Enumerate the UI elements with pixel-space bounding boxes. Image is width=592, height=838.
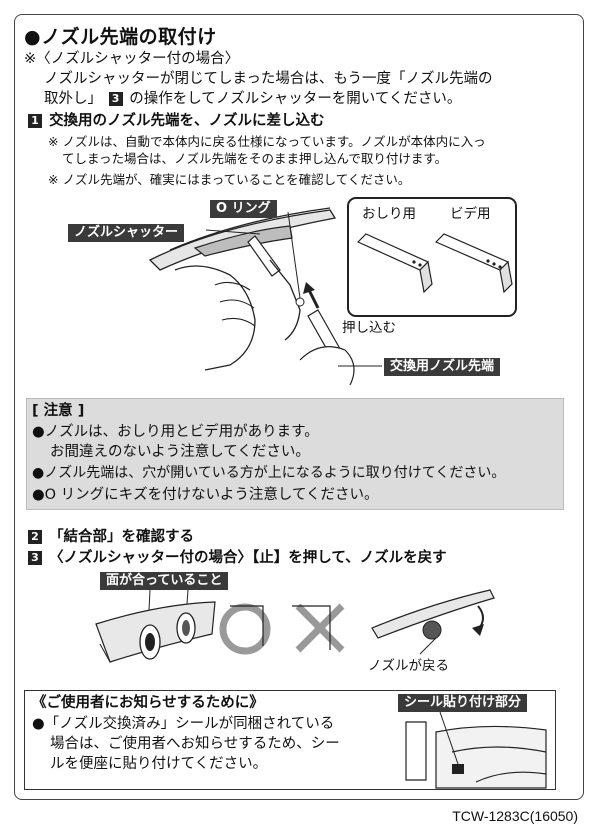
oshiri-label: おしり用 (362, 206, 416, 222)
caution-item-2: ●ノズル先端は、穴が開いている方が上になるように取り付けてください。 (32, 465, 506, 481)
replacement-tip-label: 交換用ノズル先端 (384, 358, 501, 376)
caution-box (26, 398, 564, 510)
step3-number-badge: 3 (28, 551, 42, 565)
joint-check-illustration (95, 589, 495, 663)
caution-heading: [ 注意 ] (32, 403, 85, 419)
notice-heading: 《ご使用者にお知らせするために》 (32, 695, 264, 711)
intro-line-1: ※〈ノズルシャッター付の場合〉 (24, 51, 240, 67)
step1-heading-text: 交換用のノズル先端を、ノズルに差し込む (49, 113, 325, 129)
step2-heading-text: 「結合部」を確認する (49, 529, 195, 545)
notice-line-3: ルを便座に貼り付けてください。 (50, 756, 268, 772)
step3-heading-text: 〈ノズルシャッター付の場合〉【止】を押して、ノズルを戻す (49, 550, 447, 566)
step2-number-badge: 2 (28, 530, 42, 544)
push-in-label: 押し込む (342, 320, 396, 336)
step2-heading: 2 「結合部」を確認する (26, 528, 194, 546)
notice-line-2: 場合は、ご使用者へお知らせするため、シー (50, 736, 340, 752)
step1-note-1b: てしまった場合は、ノズル先端をそのまま押し込んで取り付けます。 (62, 151, 448, 166)
step1-number-badge: 1 (28, 114, 42, 128)
nozzle-installation-illustration (148, 197, 517, 386)
document-code: TCW-1283C(16050) (452, 808, 578, 824)
notice-line-1: ●「ノズル交換済み」シールが同梱されている (32, 716, 335, 732)
bidet-label: ビデ用 (450, 206, 491, 222)
user-notice-box (24, 690, 556, 790)
intro-line-3: 取外し」 3 の操作をしてノズルシャッターを開いてください。 (44, 90, 461, 108)
sticker-area-label: シール貼り付け部分 (398, 694, 528, 712)
nozzle-shutter-label: ノズルシャッター (68, 224, 185, 242)
page-title: ●ノズル先端の取付け (24, 26, 217, 48)
page-frame (14, 14, 584, 800)
intro-line-2: ノズルシャッターが閉じてしまった場合は、もう一度「ノズル先端の (44, 71, 493, 87)
intro-line-3a: 取外し」 (44, 91, 102, 107)
toilet-seat-sticker-illustration (405, 711, 547, 789)
step-number-badge: 3 (108, 92, 123, 106)
caution-item-3: ●O リングにキズを付けないよう注意してください。 (32, 487, 379, 503)
nozzle-returns-label: ノズルが戻る (368, 658, 449, 674)
caution-item-1a: ●ノズルは、おしり用とビデ用があります。 (32, 424, 319, 440)
step1-heading: 1 交換用のノズル先端を、ノズルに差し込む (26, 112, 325, 130)
o-ring-label: O リング (210, 200, 277, 218)
surfaces-aligned-label: 面が合っていること (100, 572, 229, 590)
step1-note-1a: ※ ノズルは、自動で本体内に戻る仕様になっています。ノズルが本体内に入っ (48, 134, 486, 149)
step1-note-2: ※ ノズル先端が、確実にはまっていることを確認してください。 (48, 172, 411, 187)
step3-heading: 3 〈ノズルシャッター付の場合〉【止】を押して、ノズルを戻す (26, 549, 447, 567)
intro-line-3b: の操作をしてノズルシャッターを開いてください。 (129, 91, 462, 107)
caution-item-1b: お間違えのないよう注意してください。 (50, 444, 310, 460)
